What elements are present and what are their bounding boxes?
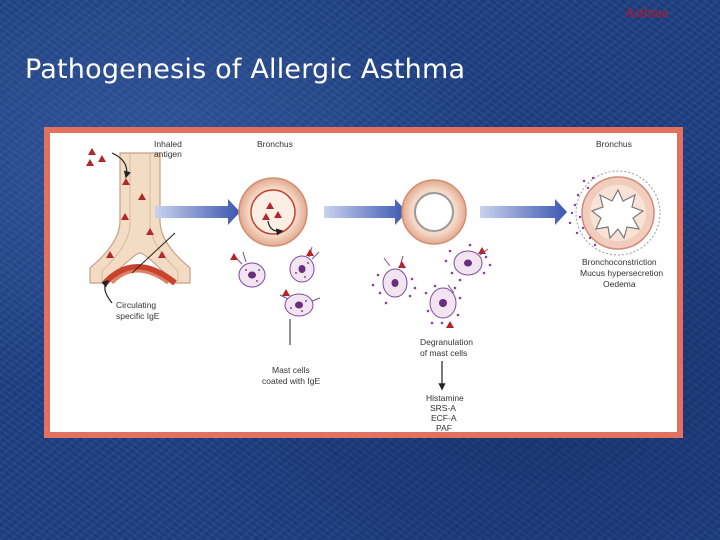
label-paf: PAF [436,423,452,432]
inflammatory-dots [568,176,597,247]
label-histamine: Histamine [426,393,464,403]
process-arrow-1 [155,199,240,225]
slide-header-tag: Asthma [624,6,668,21]
asthma-pathogenesis-figure: Inhaled antigen Circulating specific IgE… [44,127,683,438]
label-antigen: antigen [154,149,182,159]
process-arrow-2 [324,199,407,225]
mast-cells-coated [233,246,321,317]
label-bronchus-1: Bronchus [257,139,293,149]
label-mucus-hypersecretion: Mucus hypersecretion [580,268,663,278]
label-inhaled: Inhaled [154,139,182,149]
inhaled-antigen-particles [86,148,166,258]
degranulating-mast-cells [382,248,489,319]
bronchus-cross-section-1 [238,177,308,247]
label-srs-a: SRS-A [430,403,456,413]
bronchus-cross-section-2 [401,179,467,245]
airway-branch [89,152,191,286]
antigen-inhale-arrow [111,152,131,179]
process-arrow-3 [480,199,567,225]
label-bronchus-2: Bronchus [596,139,632,149]
label-oedema: Oedema [603,279,636,289]
page-title: Pathogenesis of Allergic Asthma [25,54,466,85]
pathogenesis-diagram: Inhaled antigen Circulating specific IgE… [86,139,663,432]
label-of-mast-cells: of mast cells [420,348,467,358]
label-circulating: Circulating [116,300,156,310]
constricted-bronchus [575,170,661,256]
label-mast-cells: Mast cells [272,365,310,375]
label-degranulation: Degranulation [420,337,473,347]
ige-pointer-arrow [101,280,113,304]
label-ecf-a: ECF-A [431,413,457,423]
label-bronchoconstriction: Bronchoconstriction [582,257,657,267]
label-specific-ige: specific IgE [116,311,160,321]
label-coated-with-ige: coated with IgE [262,376,320,386]
